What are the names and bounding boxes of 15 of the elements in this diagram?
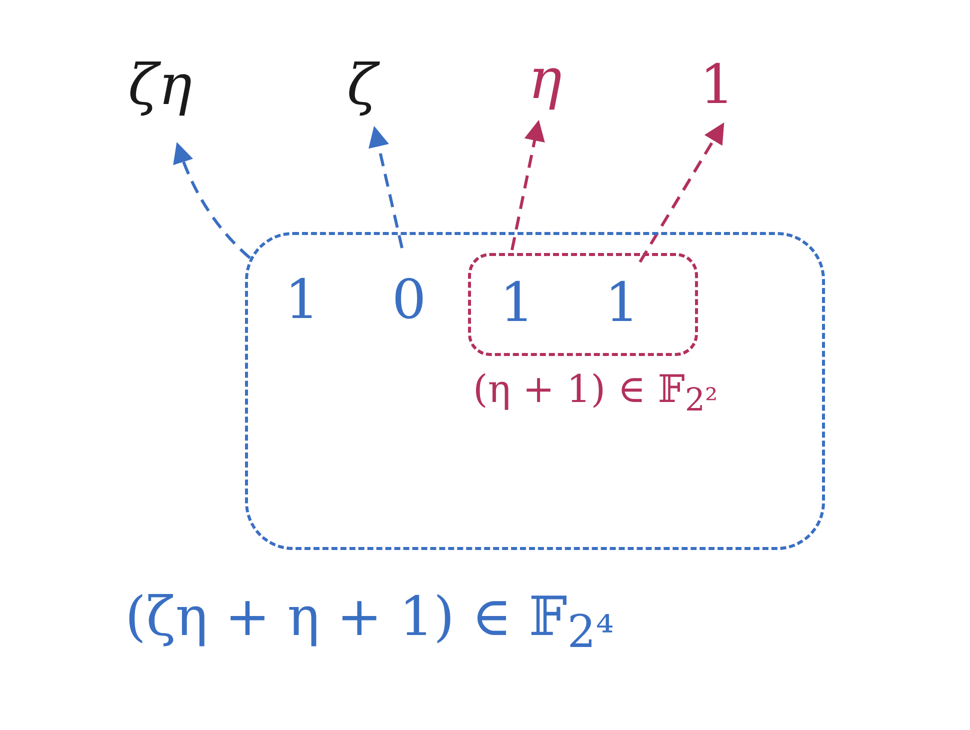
arrow <box>368 126 404 248</box>
digit-label: 1 <box>598 276 646 332</box>
dashed-box <box>468 253 698 356</box>
digit-label: 1 <box>493 276 541 332</box>
digit-label: 1 <box>278 273 326 329</box>
arrow <box>173 142 251 260</box>
math-symbol: ζ <box>335 58 389 122</box>
field-caption: (η + 1) ∈ 𝔽$_{2²}$ <box>473 367 718 420</box>
math-symbol: ζη <box>115 58 205 122</box>
digit-label: 1 <box>690 58 744 120</box>
field-caption: (ζη + η + 1) ∈ 𝔽$_{2⁴}$ <box>125 585 614 659</box>
math-symbol: η <box>515 52 575 116</box>
digit-label: 0 <box>385 273 433 329</box>
dashed-box <box>245 232 825 550</box>
arrow <box>638 122 724 263</box>
